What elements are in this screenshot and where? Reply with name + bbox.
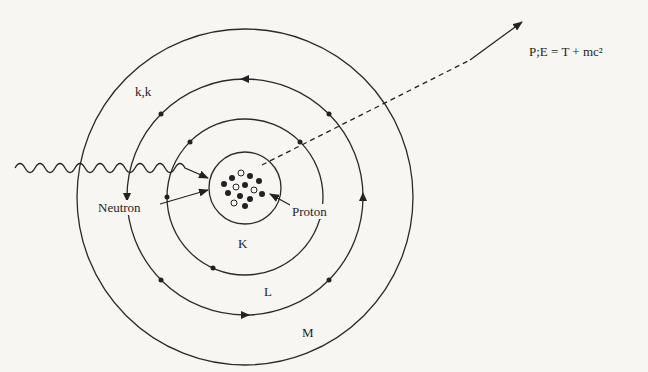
nucleus [209, 152, 281, 224]
part-name: Proton [290, 204, 329, 219]
shell-label: M [300, 325, 316, 340]
photon-wave [15, 164, 208, 179]
m-shell [77, 29, 413, 365]
leader-line [270, 194, 290, 205]
leader-line [160, 190, 208, 204]
nucleons [221, 170, 265, 209]
electrons [159, 112, 332, 283]
k-shell [167, 119, 323, 275]
l-shell [127, 79, 363, 315]
orbit-arrows [123, 75, 367, 319]
shell-label: K [236, 236, 249, 251]
electron-label: P;E = T + mc² [527, 44, 605, 59]
photon-label: k,k [133, 84, 153, 99]
electron-arrow [470, 22, 522, 60]
electron-path [262, 60, 470, 165]
part-name: Neutron [96, 200, 143, 215]
shell-label: L [262, 284, 274, 299]
